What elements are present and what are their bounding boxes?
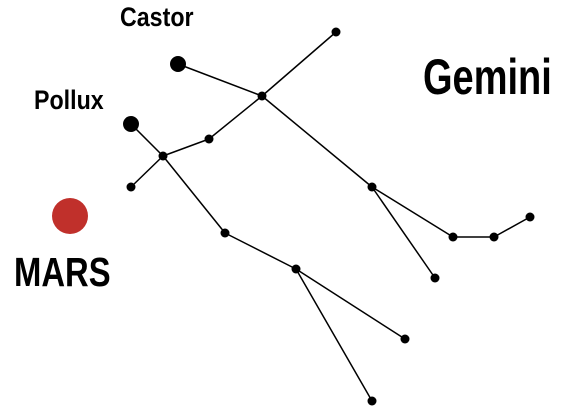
star bbox=[400, 334, 410, 344]
star bbox=[448, 232, 458, 242]
star bbox=[220, 228, 230, 238]
mars-planet bbox=[52, 198, 88, 234]
pollux-label: Pollux bbox=[34, 85, 104, 115]
castor-label: Castor bbox=[120, 2, 194, 32]
constellation-line bbox=[224, 232, 297, 270]
star bbox=[291, 264, 301, 274]
constellation-line bbox=[162, 155, 226, 234]
star bbox=[204, 134, 214, 144]
star-pollux bbox=[123, 116, 139, 132]
constellation-line bbox=[177, 63, 263, 97]
star bbox=[126, 182, 136, 192]
star bbox=[367, 182, 377, 192]
constellation-line bbox=[371, 186, 436, 279]
star-castor bbox=[170, 56, 186, 72]
constellation-line bbox=[295, 268, 373, 402]
constellation-line bbox=[295, 268, 406, 340]
star bbox=[489, 232, 499, 242]
star bbox=[331, 27, 341, 37]
constellation-line bbox=[261, 31, 337, 97]
star bbox=[367, 396, 377, 406]
mars-label: MARS bbox=[14, 249, 111, 295]
constellation-line bbox=[371, 186, 454, 238]
constellation-title: Gemini bbox=[423, 49, 552, 105]
constellation-line bbox=[261, 95, 373, 188]
constellation-line bbox=[130, 155, 164, 188]
constellation-line bbox=[162, 138, 210, 157]
star bbox=[158, 151, 168, 161]
star bbox=[257, 91, 267, 101]
star bbox=[430, 273, 440, 283]
star bbox=[525, 212, 535, 222]
constellation-line bbox=[493, 216, 531, 238]
constellation-line bbox=[208, 95, 263, 140]
